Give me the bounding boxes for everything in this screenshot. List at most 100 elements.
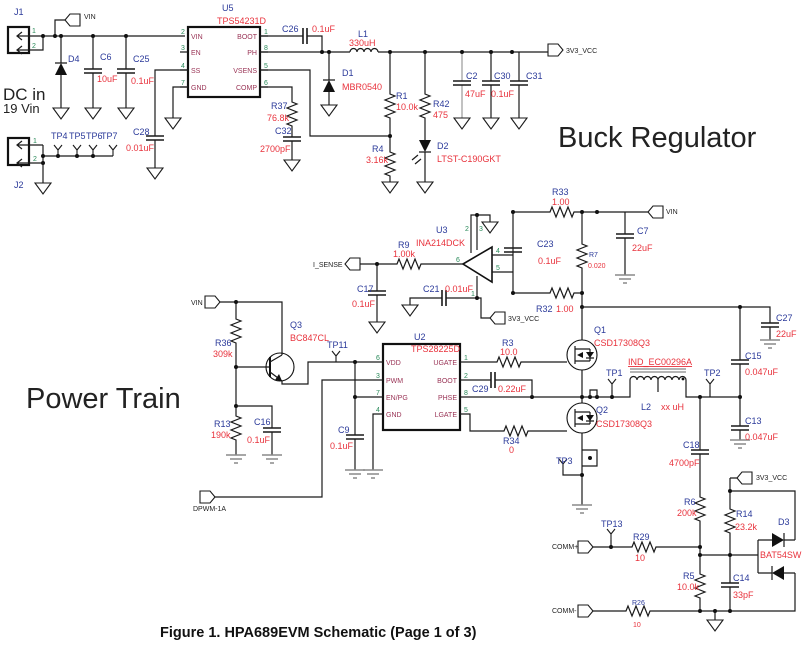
rail-capacitors: C27 22uF C15 0.047uF C13 0.047uF [582,305,797,449]
r13-ref: R13 [214,419,231,429]
c14-ref: C14 [733,573,750,583]
r37-ref: R37 [271,101,288,111]
junctions-buck [320,50,514,54]
tp13-label: TP13 [601,519,623,529]
r9-ref: R9 [398,240,410,250]
c30-ref: C30 [494,71,511,81]
c6-ref: C6 [100,52,112,62]
u5-pin-ph: PH [247,50,257,57]
r42-value: 475 [433,110,448,120]
diode-d4: D4 [52,36,80,120]
r6-value: 200k [677,508,697,518]
3v3-vcc-flag-icon [736,471,753,485]
c2-value: 47uF [465,89,486,99]
comm-minus-net-label: COMM- [552,608,577,615]
u2-pin-num: 5 [464,407,468,414]
tp5-label: TP5 [69,131,86,141]
c13-ref: C13 [745,416,762,426]
current-sense-network: R33 1.00 R32 1.00 R7 0.020 C23 0.1uF C7 … [503,187,653,314]
u5-ref: U5 [222,3,234,13]
output-capacitors: C2 47uF C30 0.1uF C31 [452,52,543,130]
u2-pin-pwm: PWM [386,378,403,385]
c9-value: 0.1uF [330,441,354,451]
vin-net-label: VIN [666,209,678,216]
r26-value: 10 [633,622,641,629]
d3-value: BAT54SW [760,550,802,560]
u3-pin-num: 6 [456,257,460,264]
r14-value: 23.2k [735,522,758,532]
j1-ref: J1 [14,7,24,17]
l2-value: xx uH [661,402,684,412]
u3-pin-num: 2 [465,226,469,233]
figure-caption: Figure 1. HPA689EVM Schematic (Page 1 of… [160,625,477,641]
comm-plus-flag-icon [577,540,594,554]
c2-ref: C2 [466,71,478,81]
r29-value: 10 [635,553,645,563]
test-points-tp4-tp7: TP4 TP5 TP6 TP7 [51,131,118,158]
u3-ref: U3 [436,225,448,235]
3v3-vcc-flag-icon [547,43,564,57]
c23-ref: C23 [537,239,554,249]
r6-ref: R6 [684,497,696,507]
transistor-q3: Q3 BC847CL R36 309k R13 190k [211,300,383,464]
r34-ref: R34 [503,436,520,446]
capacitor-c26: C26 0.1uF [260,24,336,52]
tp6-label: TP6 [86,131,103,141]
capacitor-c9: C9 0.1uF [330,360,384,479]
r4-ref: R4 [372,144,384,154]
c27-ref: C27 [776,313,793,323]
capacitor-c21: C21 0.01uF [401,284,490,319]
q1-value: CSD17308Q3 [594,338,650,348]
j2-pin1: 1 [33,138,37,145]
u5-pin-num: 2 [181,29,185,36]
c18-value: 4700pF [669,458,700,468]
tp7-label: TP7 [101,131,118,141]
c32-value: 2700pF [260,144,291,154]
u5-pin-num: 5 [264,63,268,70]
c17-value: 0.1uF [352,299,376,309]
c25-value: 0.1uF [131,76,155,86]
tp4-label: TP4 [51,131,68,141]
c15-ref: C15 [745,351,762,361]
u5-pin-num: 4 [181,63,185,70]
u2-pin-num: 1 [464,355,468,362]
r7-value: 0.020 [588,263,606,270]
u2-pin-lgate: LGATE [435,412,458,419]
u3-pin-num: 4 [496,248,500,255]
c16-value: 0.1uF [247,435,271,445]
u3-part: INA214DCK [416,238,465,248]
u5-pin-vin: VIN [191,34,203,41]
q2-value: CSD17308Q3 [596,419,652,429]
capacitor-c16: C16 0.1uF [236,405,283,464]
j2-ref: J2 [14,180,24,190]
l2-part: IND_EC00296A [628,357,692,367]
inductor-l2: IND_EC00296A L2 xx uH [628,357,692,412]
i-sense-net-label: I_SENSE [313,262,343,269]
r1-ref: R1 [396,91,408,101]
r5-ref: R5 [683,571,695,581]
u2-pin-en-pg: EN/PG [386,395,408,402]
c7-ref: C7 [637,226,649,236]
ic-u2: U2 TPS28225D VDD PWM EN/PG GND 6 3 7 4 U… [376,332,468,432]
c31-ref: C31 [526,71,543,81]
r36-ref: R36 [215,338,232,348]
r26-ref: R26 [632,600,645,607]
u5-part: TPS54231D [217,16,267,26]
connector-j1: J1 1 2 [6,7,36,55]
u5-pin-num: 3 [181,45,185,52]
r42-ref: R42 [433,99,450,109]
u5-pin-num: 7 [181,80,185,87]
capacitor-c28: C28 0.01uF [126,69,188,180]
u5-pin-ss: SS [191,68,201,75]
test-point-tp11: TP11 [327,340,348,363]
c26-ref: C26 [282,24,299,34]
vin-flag-icon [647,205,664,219]
inductor-l1: L1 330uH [349,29,379,53]
c29-ref: C29 [472,384,489,394]
j2-pin2: 2 [33,156,37,163]
u2-pin-num: 7 [376,390,380,397]
tp11-label: TP11 [327,340,348,350]
r5-value: 10.0k [677,582,700,592]
junctions-vin [41,34,128,38]
